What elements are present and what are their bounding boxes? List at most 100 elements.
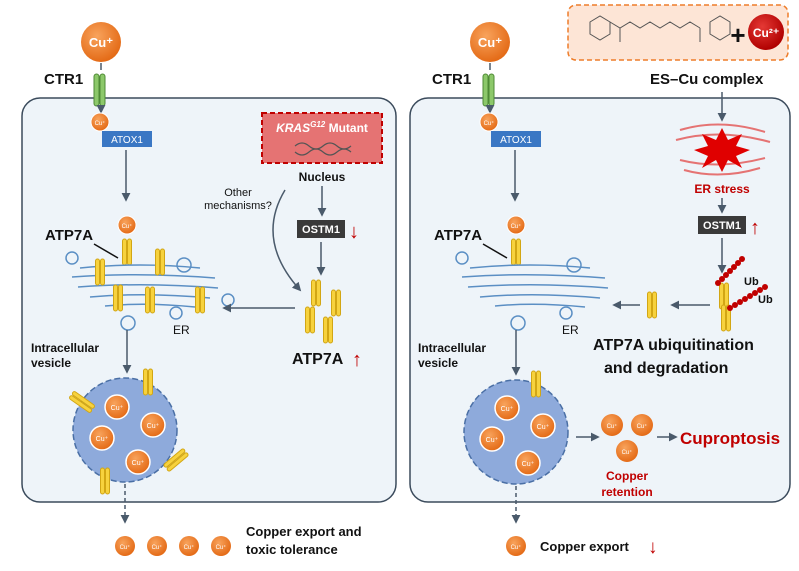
left-ctr1-label: CTR1 xyxy=(44,71,83,88)
cu-label: Cu⁺ xyxy=(96,436,109,443)
right-ostm1-label: OSTM1 xyxy=(703,220,741,232)
cu-label: Cu⁺ xyxy=(522,461,535,468)
cu-label: Cu⁺ xyxy=(152,544,163,551)
left-vesicle-label-line1: Intracellular xyxy=(31,341,99,355)
left-atp7a-protein xyxy=(113,284,123,312)
right-atp7a-label: ATP7A xyxy=(434,227,482,244)
right-copper-ion-top-label: Cu⁺ xyxy=(478,35,502,50)
cu-label: Cu⁺ xyxy=(537,424,550,431)
left-atp7a-up-label: ATP7A xyxy=(292,351,344,368)
left-vesicle xyxy=(72,377,178,483)
right-retention-label-line1: Copper xyxy=(606,469,648,483)
cu-label: Cu⁺ xyxy=(501,406,514,413)
right-vesicle-label-line1: Intracellular xyxy=(418,341,486,355)
left-other-mechanisms-line1: Other xyxy=(224,187,252,199)
left-er-label: ER xyxy=(173,323,190,337)
right-plus-sign: + xyxy=(730,20,745,50)
left-atp7a-protein xyxy=(305,306,315,334)
cu-label: Cu⁺ xyxy=(111,405,124,412)
left-panel: Cu⁺ CTR1 Cu⁺ ATOX1 Cu⁺ ATP7A xyxy=(21,22,397,557)
left-ctr1-channel xyxy=(93,73,106,107)
right-copper-ii-ion xyxy=(748,14,784,50)
cu-label: Cu⁺ xyxy=(511,544,522,551)
left-kras-label: KRASG12 Mutant xyxy=(276,120,368,135)
right-retained-copper-ions xyxy=(601,414,653,462)
elesclomol-structure-icon xyxy=(589,15,731,42)
right-ub-label-1: Ub xyxy=(744,276,759,288)
left-export-label-line2: toxic tolerance xyxy=(246,542,338,557)
right-vesicle-label-line2: vesicle xyxy=(418,356,458,370)
cu-label: Cu⁺ xyxy=(120,544,131,551)
left-other-mechanisms-line2: mechanisms? xyxy=(204,200,272,212)
cu-label: Cu⁺ xyxy=(486,437,499,444)
right-vesicle-copper-ions xyxy=(479,395,556,476)
right-ctr1-label: CTR1 xyxy=(432,71,471,88)
left-vesicle-atp7a xyxy=(100,467,110,495)
right-ctr1-channel xyxy=(482,73,495,107)
left-atp7a-copper-label: Cu⁺ xyxy=(122,223,133,230)
left-atp7a-protein xyxy=(155,248,165,276)
cu-label: Cu⁺ xyxy=(637,423,648,430)
right-atp7a-protein xyxy=(647,291,657,319)
cu-label: Cu⁺ xyxy=(132,460,145,467)
right-es-cu-label: ES–Cu complex xyxy=(650,71,764,88)
left-ostm1-box xyxy=(297,220,345,238)
left-vesicle-label-line2: vesicle xyxy=(31,356,71,370)
right-er-stress-label: ER stress xyxy=(694,182,750,196)
left-ostm1-down-arrow: ↓ xyxy=(349,221,359,243)
left-atp7a-protein xyxy=(95,258,105,286)
left-atp7a-protein xyxy=(195,286,205,314)
right-ostm1-up-arrow: ↑ xyxy=(750,217,760,239)
left-atox1-label: ATOX1 xyxy=(111,135,143,146)
left-exported-copper-ions xyxy=(115,536,231,556)
left-copper-ion-top xyxy=(81,22,121,62)
cu-label: Cu⁺ xyxy=(216,544,227,551)
left-atox1 xyxy=(102,131,152,147)
right-copper-ion-small-label: Cu⁺ xyxy=(484,120,495,127)
right-atox1 xyxy=(491,131,541,147)
right-atp7a-copper-label: Cu⁺ xyxy=(511,223,522,230)
cu-label: Cu⁺ xyxy=(607,423,618,430)
right-ub-label-2: Ub xyxy=(758,294,773,306)
right-atox1-label: ATOX1 xyxy=(500,135,532,146)
cu-label: Cu⁺ xyxy=(622,449,633,456)
right-ubiquitination-label-line1: ATP7A ubiquitination xyxy=(593,337,754,354)
right-compound-box xyxy=(567,4,789,61)
left-atp7a-label: ATP7A xyxy=(45,227,93,244)
right-vesicle xyxy=(463,379,569,485)
right-export-label: Copper export xyxy=(540,539,630,554)
right-vesicle-atp7a xyxy=(531,370,541,398)
left-dna-icon xyxy=(294,142,352,156)
right-ubiquitination-label-line2: and degradation xyxy=(604,360,728,377)
right-er-label: ER xyxy=(562,323,579,337)
left-atp7a-protein xyxy=(331,289,341,317)
left-atp7a-protein xyxy=(323,316,333,344)
ubiquitin-chain-icon xyxy=(715,256,768,311)
left-vesicle-atp7a xyxy=(143,368,153,396)
right-atp7a-protein xyxy=(511,238,521,266)
right-er-golgi xyxy=(455,251,609,331)
left-atp7a-protein xyxy=(122,238,132,266)
left-copper-ion-small-label: Cu⁺ xyxy=(95,120,106,127)
er-stress-icon xyxy=(675,123,771,176)
left-atp7a-protein xyxy=(311,279,321,307)
left-ostm1-label: OSTM1 xyxy=(302,224,340,236)
left-atp7a-protein xyxy=(145,286,155,314)
right-cuproptosis-label: Cuproptosis xyxy=(680,429,780,448)
right-ostm1-box xyxy=(698,216,746,234)
left-vesicle-copper-ions xyxy=(89,394,166,475)
right-copper-ion-top xyxy=(470,22,510,62)
right-retention-label-line2: retention xyxy=(601,485,652,499)
right-panel: Cu⁺ CTR1 Cu⁺ ATOX1 Cu⁺ ATP7A ER xyxy=(409,4,791,558)
cu-label: Cu⁺ xyxy=(147,423,160,430)
right-export-down-arrow: ↓ xyxy=(648,537,658,558)
left-atp7a-up-arrow: ↑ xyxy=(352,349,362,371)
right-copper-ii-label: Cu²⁺ xyxy=(753,26,779,40)
cu-label: Cu⁺ xyxy=(184,544,195,551)
left-copper-ion-top-label: Cu⁺ xyxy=(89,35,113,50)
left-nucleus-label: Nucleus xyxy=(299,170,346,184)
right-exported-copper-ion xyxy=(506,536,526,556)
left-kras-mutant-box xyxy=(261,112,383,164)
left-export-label-line1: Copper export and xyxy=(246,524,362,539)
